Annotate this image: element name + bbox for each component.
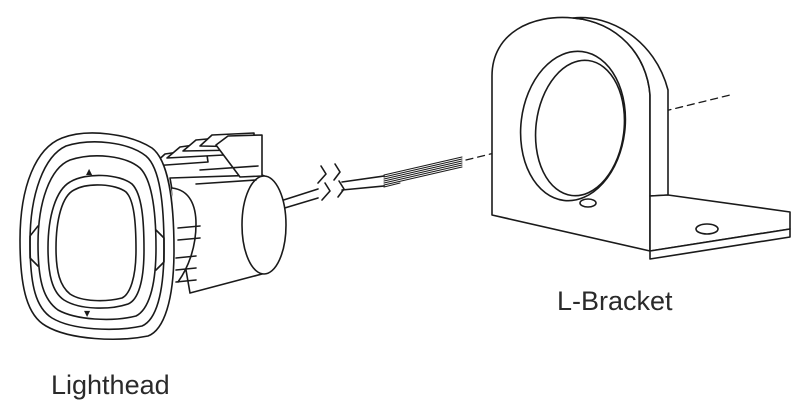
lighthead-up-arrow-icon: ▲ [86, 167, 93, 176]
l-bracket-label: L-Bracket [557, 286, 673, 316]
bracket-upright-small-hole [579, 198, 597, 208]
lighthead-label: Lighthead [51, 370, 170, 400]
lighthead-lens-inner [55, 184, 137, 302]
lighthead-down-arrow-icon: ▼ [84, 309, 91, 318]
l-bracket [491, 16, 791, 260]
cable-break-symbol [317, 165, 331, 201]
bracket-base-top [649, 194, 791, 252]
cable [267, 156, 463, 214]
bracket-large-hole-inner [534, 59, 626, 197]
lighthead-rear-cap [241, 175, 287, 275]
lighthead-bezel-inner [37, 155, 157, 321]
bracket-base-front-edge [649, 228, 791, 260]
lighthead-left-notch [29, 225, 39, 267]
bracket-base-hole [695, 223, 719, 235]
lighthead-right-notch [155, 229, 165, 271]
cable-conductors [383, 156, 463, 188]
lighthead-lens [47, 174, 145, 309]
lighthead: ▲ ▼ [19, 132, 287, 340]
lighthead-ribs [171, 187, 201, 283]
